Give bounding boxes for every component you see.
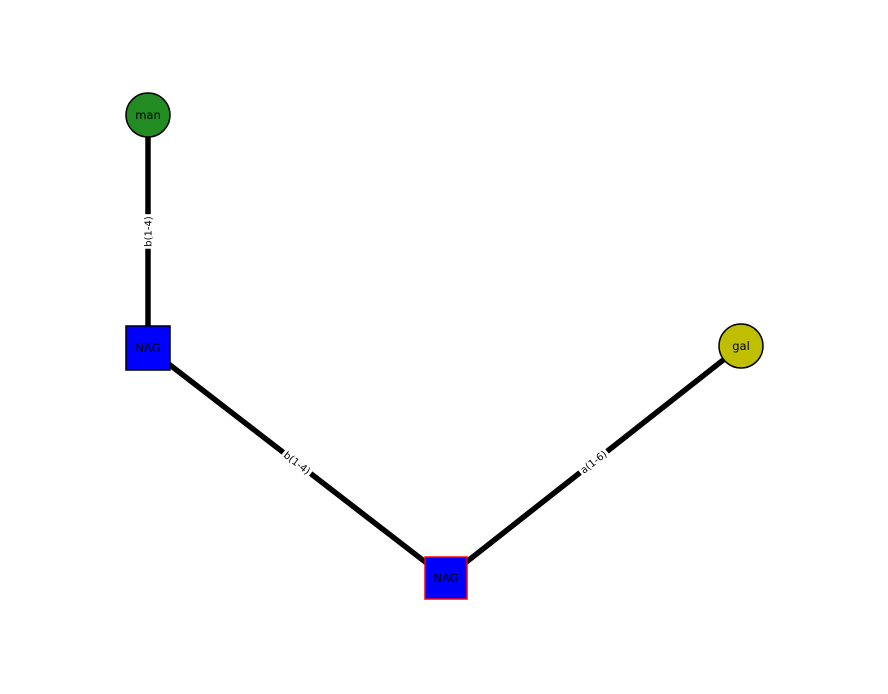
node-label-man: man (135, 108, 161, 122)
edge-label-text: b(1-4) (281, 450, 312, 477)
edge-label-text: a(1-6) (579, 449, 610, 476)
edge-label-man-nag1: b(1-4) (142, 214, 156, 249)
node-nag2 (424, 556, 468, 600)
node-gal (718, 323, 764, 369)
nodes-layer (125, 92, 764, 600)
edge-label-text: b(1-4) (143, 216, 154, 247)
edge-label-nag2-gal: a(1-6) (576, 446, 612, 479)
node-nag1 (125, 325, 171, 371)
node-label-nag1: NAG (135, 341, 160, 355)
edge-label-nag1-nag2: b(1-4) (278, 448, 315, 480)
node-man (125, 92, 171, 138)
edge-label-bg (142, 214, 156, 249)
node-label-gal: gal (732, 339, 750, 353)
edge-label-bg (576, 446, 612, 479)
edge-labels-layer: b(1-4) b(1-4) a(1-6) (142, 214, 612, 480)
edge-label-bg (278, 448, 315, 480)
node-label-nag2: NAG (433, 571, 458, 585)
edges-layer (145, 115, 743, 581)
